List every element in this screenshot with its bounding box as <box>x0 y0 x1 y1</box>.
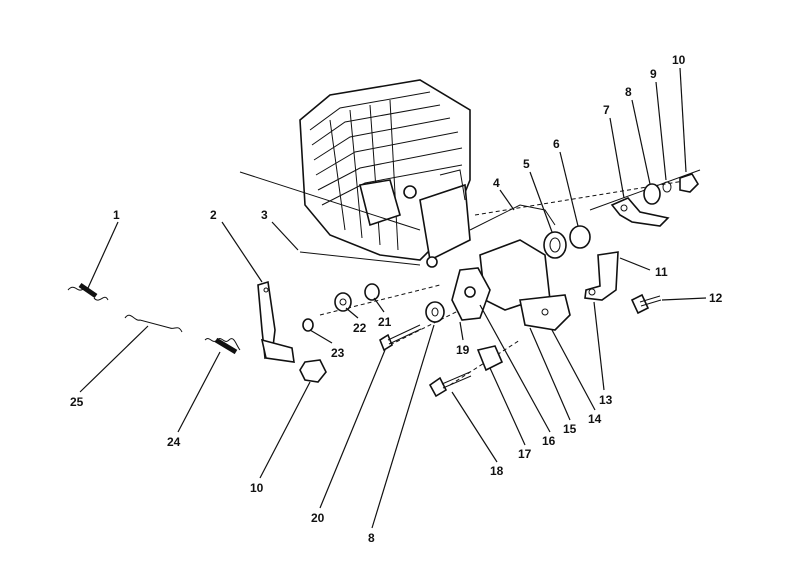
label-part-18: 18 <box>490 464 504 478</box>
link-rod-25 <box>124 314 183 333</box>
label-part-19: 19 <box>456 343 470 357</box>
washers-small <box>302 283 445 332</box>
nut-10-left <box>299 359 327 383</box>
label-part-10-bottom: 10 <box>250 481 264 495</box>
callout-labels: 1 2 3 4 5 6 7 8 9 10 11 12 13 14 15 16 1… <box>70 53 723 545</box>
label-part-7: 7 <box>603 103 610 117</box>
label-part-3: 3 <box>261 208 268 222</box>
label-part-14: 14 <box>588 412 602 426</box>
label-part-16: 16 <box>542 434 556 448</box>
bolt-18 <box>428 345 504 398</box>
label-part-11: 11 <box>655 265 668 279</box>
label-part-15: 15 <box>563 422 577 436</box>
label-part-22: 22 <box>353 321 367 335</box>
control-bracket <box>451 239 571 331</box>
label-part-25: 25 <box>70 395 84 409</box>
label-part-9: 9 <box>650 67 657 81</box>
label-part-1: 1 <box>113 208 120 222</box>
label-part-23: 23 <box>331 346 345 360</box>
label-part-2: 2 <box>210 208 217 222</box>
label-part-6: 6 <box>553 137 560 151</box>
bracket-11 <box>584 251 662 315</box>
label-part-24: 24 <box>167 435 181 449</box>
throttle-lever-assembly <box>610 173 700 227</box>
spring-24 <box>204 337 241 355</box>
label-part-21: 21 <box>378 315 392 329</box>
label-part-17: 17 <box>518 447 532 461</box>
spring-5-bushing-6 <box>543 225 591 259</box>
label-part-8-bottom: 8 <box>368 531 375 545</box>
label-part-10-top: 10 <box>672 53 686 67</box>
label-part-8-top: 8 <box>625 85 632 99</box>
bolt-20 <box>379 324 422 352</box>
label-part-20: 20 <box>311 511 325 525</box>
spring-1 <box>67 282 109 301</box>
leader-lines <box>79 67 707 529</box>
governor-lever <box>257 280 295 363</box>
wire-4 <box>469 204 556 231</box>
label-part-4: 4 <box>493 176 500 190</box>
label-part-12: 12 <box>709 291 723 305</box>
engine-block <box>299 79 471 268</box>
label-part-5: 5 <box>523 157 530 171</box>
label-part-13: 13 <box>599 393 613 407</box>
